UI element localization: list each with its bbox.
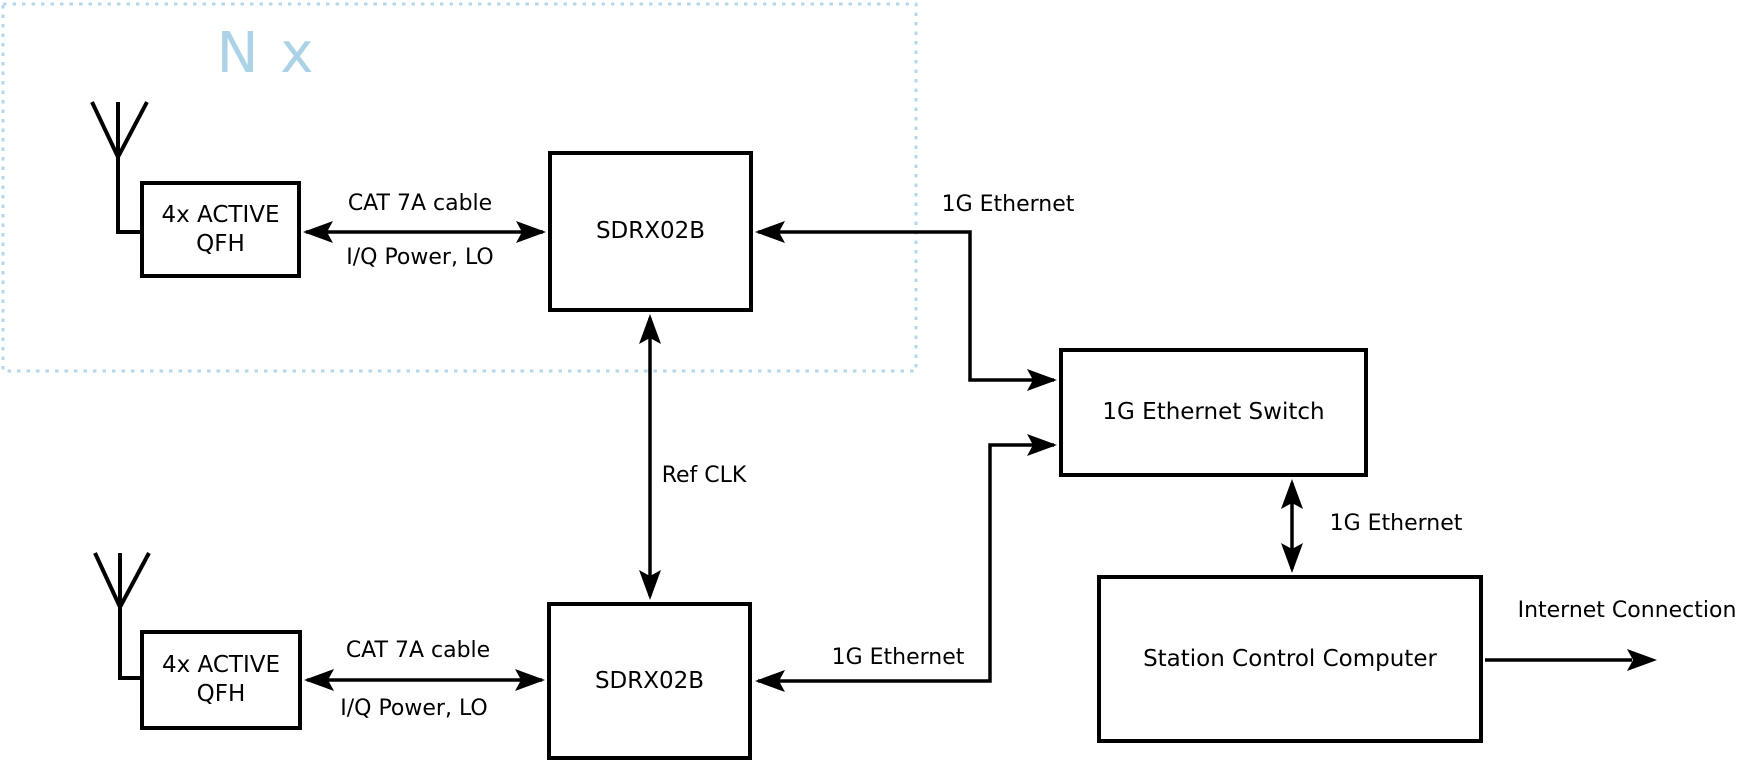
edge-eth-bottom <box>755 434 1057 692</box>
sdrx-receiver-box-bottom: SDRX02B <box>547 602 752 760</box>
internet-connection-label: Internet Connection <box>1517 597 1737 623</box>
ethernet-switch-box: 1G Ethernet Switch <box>1059 348 1368 477</box>
cat7a-bottom-cable-label: CAT 7A cable <box>345 637 491 663</box>
qfh-bottom-label-line2: QFH <box>196 681 246 707</box>
qfh-top-label-line1: 4x ACTIVE <box>161 201 280 228</box>
cat7a-bottom-iq-power-label: I/Q Power, LO <box>340 695 488 721</box>
station-control-computer-box: Station Control Computer <box>1097 575 1483 743</box>
qfh-antenna-box-top: 4x ACTIVE QFH <box>140 181 301 278</box>
ref-clk-label: Ref CLK <box>661 462 747 488</box>
eth-bottom-label: 1G Ethernet <box>831 644 965 670</box>
edge-cat7a-top <box>303 221 546 243</box>
cat7a-top-iq-power-label: I/Q Power, LO <box>346 244 494 270</box>
edge-internet <box>1485 649 1657 671</box>
station-control-computer-label: Station Control Computer <box>1143 645 1437 672</box>
edge-ref-clk <box>639 314 661 600</box>
edge-eth-top <box>755 221 1057 391</box>
sdrx-bottom-label: SDRX02B <box>594 667 705 694</box>
sdrx-receiver-box-top: SDRX02B <box>548 151 753 312</box>
edge-eth-station <box>1281 479 1303 573</box>
qfh-top-label-line2: QFH <box>196 230 245 257</box>
sdrx-top-label: SDRX02B <box>595 218 706 245</box>
cat7a-top-cable-label: CAT 7A cable <box>347 190 493 216</box>
qfh-bottom-label-line1: 4x ACTIVE <box>161 652 281 679</box>
antenna-icon-top <box>90 101 149 234</box>
edge-cat7a-bottom <box>304 669 545 691</box>
eth-top-label: 1G Ethernet <box>941 191 1075 217</box>
antenna-icon-bottom <box>93 552 151 680</box>
replication-dotted-border <box>1 2 918 373</box>
ethernet-switch-label: 1G Ethernet Switch <box>1102 399 1325 426</box>
eth-station-label: 1G Ethernet <box>1329 510 1463 536</box>
replication-count-label: N x <box>216 21 316 87</box>
qfh-antenna-box-bottom: 4x ACTIVE QFH <box>140 630 302 730</box>
